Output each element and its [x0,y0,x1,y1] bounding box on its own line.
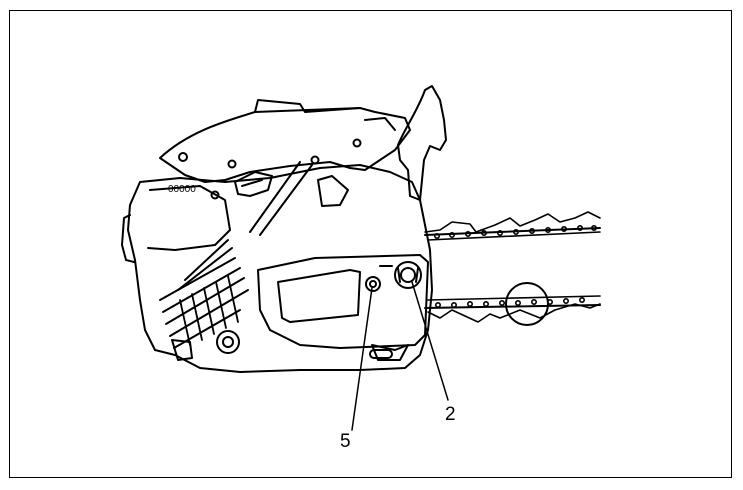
leader-line-5 [351,287,373,431]
main-housing [127,164,433,373]
cover-screw-5 [310,155,320,165]
figure-frame [9,10,732,478]
starter-knob [216,330,240,354]
cover-screw-3 [210,190,220,200]
rear-knob [121,214,135,263]
trigger-area [234,171,273,197]
clutch-cover [257,254,429,349]
chain-detail-circle [505,282,549,326]
callout-2-label: 2 [445,404,456,425]
top-handle [159,99,411,183]
callout-5-label: 5 [340,431,351,452]
vent-slots: 00000 [168,184,196,195]
saw-chain-bottom [427,295,601,323]
cover-screw-2 [227,159,237,169]
handle-ridge [364,117,396,131]
cooling-fins-vertical [179,275,239,346]
clutch-cover-recess [277,269,361,323]
filter-cover [147,185,231,251]
chain-brake-lever [249,161,313,236]
lower-foot [171,339,193,361]
guide-bar-nut-icon [394,261,422,289]
cover-slot [369,349,393,359]
saw-chain-top [424,211,601,241]
chain-tensioner-screw-icon [365,276,381,292]
cover-screw-4 [352,138,362,148]
front-hand-guard [397,85,447,201]
handle-grip-inner [254,107,361,113]
cooling-fins [159,239,249,349]
leader-line-2 [411,281,449,401]
cover-screw-1 [178,152,188,162]
